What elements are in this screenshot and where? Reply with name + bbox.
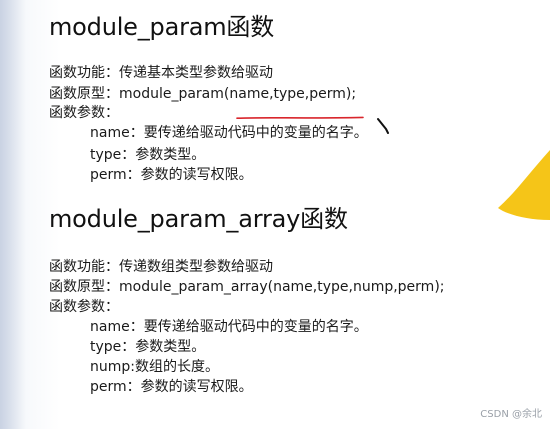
left-edge-shade bbox=[0, 0, 26, 429]
section2-param-name: name：要传递给驱动代码中的变量的名字。 bbox=[90, 319, 368, 335]
section1-params-label: 函数参数： bbox=[49, 105, 119, 121]
section2-params-label: 函数参数： bbox=[49, 299, 119, 315]
csdn-watermark: CSDN @余北 bbox=[480, 409, 542, 420]
section1-prototype-line: 函数原型：module_param(name,type,perm); bbox=[49, 86, 357, 102]
section2-param-nump: nump:数组的长度。 bbox=[90, 359, 219, 375]
section2-param-perm: perm：参数的读写权限。 bbox=[90, 379, 253, 395]
section1-title: module_param函数 bbox=[49, 13, 275, 41]
section2-title: module_param_array函数 bbox=[49, 205, 348, 233]
yellow-decorative-shape bbox=[498, 150, 550, 220]
red-annotation-underline bbox=[236, 116, 364, 119]
section1-param-name: name：要传递给驱动代码中的变量的名字。 bbox=[90, 125, 368, 141]
section1-param-perm: perm：参数的读写权限。 bbox=[90, 167, 253, 183]
section2-param-type: type：参数类型。 bbox=[90, 339, 206, 355]
section1-function-line: 函数功能：传递基本类型参数给驱动 bbox=[49, 65, 273, 81]
section2-prototype-line: 函数原型：module_param_array(name,type,nump,p… bbox=[49, 279, 445, 295]
section2-function-line: 函数功能：传递数组类型参数给驱动 bbox=[49, 259, 273, 275]
pen-cursor-mark bbox=[377, 118, 389, 134]
section1-param-type: type：参数类型。 bbox=[90, 147, 206, 163]
